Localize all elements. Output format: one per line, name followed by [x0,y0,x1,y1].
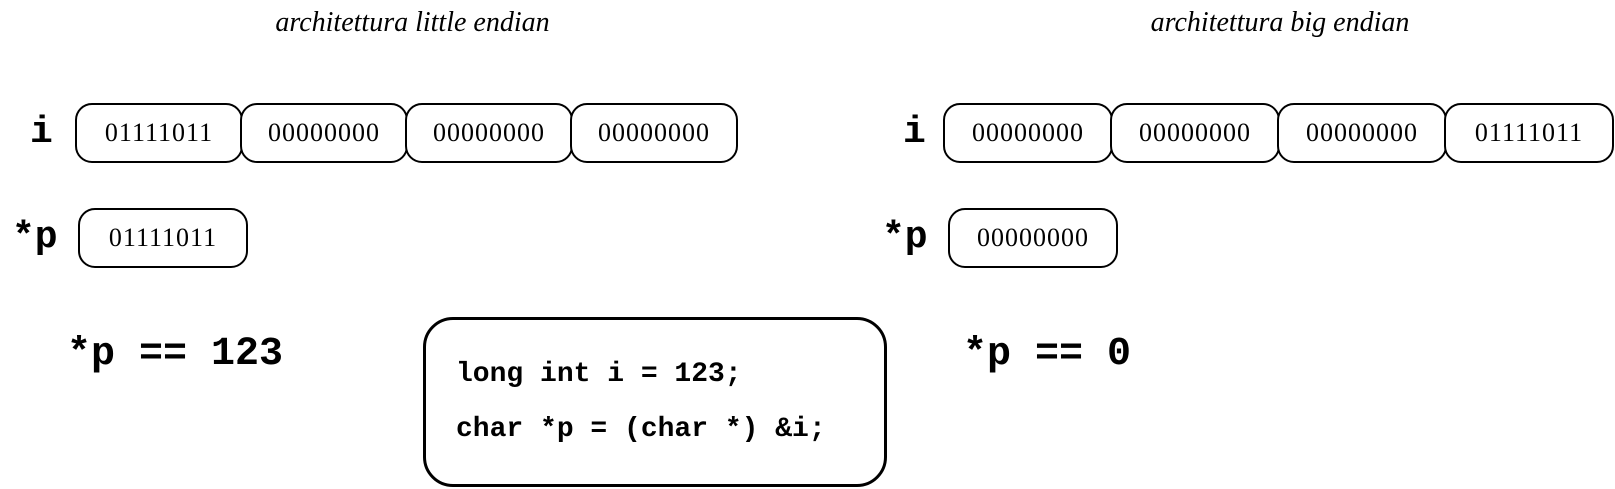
byte-box: 00000000 [570,103,738,163]
byte-box: 01111011 [75,103,243,163]
little-endian-title: architettura little endian [275,7,550,38]
code-snippet-box: long int i = 123; char *p = (char *) &i; [423,317,887,487]
little-endian-int-bytes: 01111011 00000000 00000000 00000000 [75,103,738,163]
byte-box: 00000000 [1110,103,1280,163]
big-endian-int-label: i [903,111,926,154]
big-endian-result-expression: *p == 0 [963,332,1132,377]
code-line: char *p = (char *) &i; [456,413,826,445]
big-endian-int-bytes: 00000000 00000000 00000000 01111011 [943,103,1614,163]
byte-box: 00000000 [1277,103,1447,163]
byte-box: 01111011 [1444,103,1614,163]
big-endian-title: architettura big endian [1150,7,1410,38]
byte-box: 00000000 [405,103,573,163]
byte-box: 00000000 [240,103,408,163]
code-line: long int i = 123; [456,358,742,390]
little-endian-int-label: i [30,111,53,154]
little-endian-pointer-byte-box: 01111011 [78,208,248,268]
byte-box: 00000000 [943,103,1113,163]
little-endian-result-expression: *p == 123 [67,332,284,377]
little-endian-pointer-label: *p [12,216,58,259]
big-endian-pointer-byte-box: 00000000 [948,208,1118,268]
big-endian-pointer-label: *p [882,216,928,259]
